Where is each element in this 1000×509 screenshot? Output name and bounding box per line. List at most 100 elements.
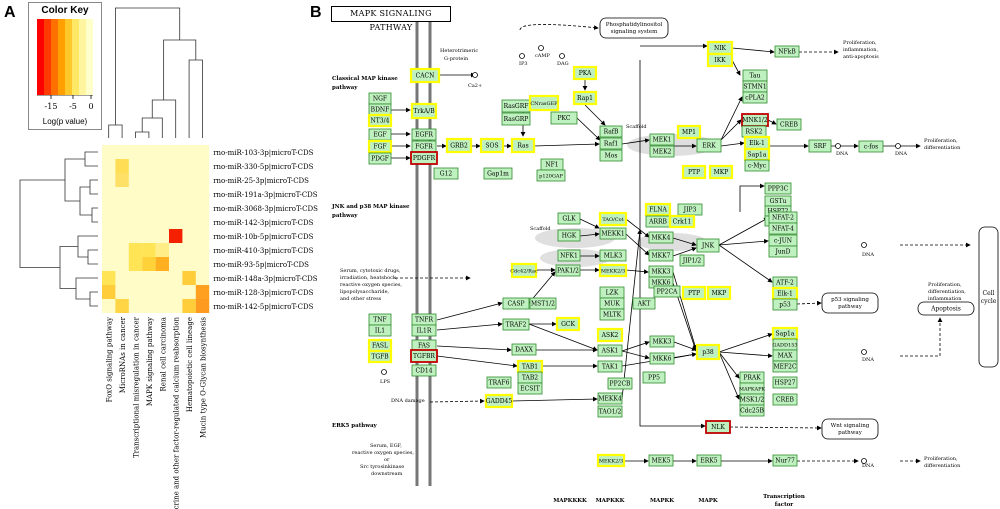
svg-text:Wnt signaling: Wnt signaling bbox=[831, 423, 870, 429]
gene-node: GLK bbox=[557, 212, 581, 225]
gene-node: NFK1 bbox=[557, 249, 581, 262]
gene-label: ERK5 bbox=[700, 458, 717, 465]
pathway-note: Proliferation, bbox=[928, 282, 962, 288]
heatmap-cell bbox=[155, 257, 169, 271]
gene-node: CD14 bbox=[411, 364, 437, 377]
pathway-note: G-protein bbox=[444, 56, 469, 62]
gene-node: Nur77 bbox=[772, 454, 798, 467]
gene-label: AKT bbox=[637, 301, 651, 308]
gene-node: JIP3 bbox=[677, 203, 703, 216]
gene-label: MKP bbox=[714, 169, 729, 176]
svg-text:pathway: pathway bbox=[838, 430, 863, 436]
column-dendrogram bbox=[108, 7, 203, 138]
node-circles bbox=[381, 45, 901, 464]
gene-label: MLTK bbox=[603, 312, 622, 319]
gene-node: p38 bbox=[695, 343, 721, 361]
gene-label: STMN1 bbox=[743, 84, 766, 91]
gene-label: FAS bbox=[418, 343, 430, 350]
gene-label: HSP27 bbox=[774, 380, 795, 387]
kinase-tier-label: MAPKKK bbox=[596, 498, 625, 504]
gene-label: MKK3 bbox=[652, 269, 671, 276]
gene-node: MKK4 bbox=[648, 231, 674, 244]
gene-label: p38 bbox=[702, 349, 714, 356]
heatmap-column-label: MAPK signaling pathway bbox=[146, 317, 154, 406]
pathway-note: Serum, EGF, bbox=[370, 443, 402, 449]
gene-node: TAO/Cot bbox=[598, 211, 628, 227]
heatmap-column-label: MicroRNAs in cancer bbox=[119, 316, 127, 393]
svg-text:Cell: Cell bbox=[983, 290, 995, 297]
gene-node: HGK bbox=[557, 229, 581, 242]
pathway-note: or bbox=[384, 457, 390, 463]
heatmap-cell bbox=[115, 299, 129, 313]
gene-label: BDNF bbox=[371, 107, 390, 114]
gene-node: RasGRF bbox=[501, 99, 531, 113]
pathway-note: inflammation, bbox=[843, 47, 878, 53]
gene-label: TAK1 bbox=[602, 364, 618, 371]
gene-node: MEK1 bbox=[649, 133, 675, 146]
gene-node: IL1 bbox=[368, 324, 392, 337]
gene-label: ATF-2 bbox=[775, 280, 794, 287]
gene-label: CREB bbox=[776, 397, 794, 404]
gene-label: HGK bbox=[562, 233, 577, 240]
gene-label: NGF bbox=[373, 96, 387, 103]
pathway-note: anti-apoptosis bbox=[843, 54, 879, 60]
gene-node: CACN bbox=[409, 67, 441, 84]
heatmap-column-label: Renal cell carcinoma bbox=[159, 317, 167, 391]
gene-node: MLTK bbox=[599, 308, 625, 321]
gene-label: MKK7 bbox=[652, 253, 671, 260]
gene-node: GADD153 bbox=[772, 338, 798, 351]
gene-label: NF1 bbox=[545, 162, 558, 169]
gene-label: NFAT-2 bbox=[772, 215, 794, 222]
gene-node: FLNA bbox=[644, 202, 672, 217]
gene-label: NFAT-4 bbox=[772, 226, 794, 233]
heatmap-column-label: Mucin type O-Glycan biosynthesis bbox=[200, 317, 208, 438]
pathway-note: reactive oxygen species, bbox=[340, 282, 402, 288]
gene-label: SRF bbox=[814, 143, 827, 150]
gene-label: MEF2C bbox=[773, 364, 797, 371]
gene-node: MEKK4 bbox=[597, 392, 623, 405]
gene-node: EGFR bbox=[411, 128, 437, 141]
gene-node: TRAF2 bbox=[502, 318, 530, 331]
heatmap-cell bbox=[169, 229, 183, 243]
pathway-note: downstream bbox=[371, 471, 403, 477]
gene-node: Tau bbox=[742, 69, 768, 82]
gene-node: MEKK1 bbox=[599, 227, 627, 240]
gene-label: PAK1/2 bbox=[557, 268, 579, 275]
heatmap-cell bbox=[128, 243, 143, 257]
gene-label: TGFB bbox=[371, 354, 389, 361]
kinase-tier-label: MAPKKKK bbox=[553, 498, 587, 504]
gene-node: Rap1 bbox=[572, 90, 598, 106]
gene-node: RafB bbox=[599, 125, 623, 138]
gene-label: Crk11 bbox=[673, 219, 692, 226]
kinase-tier-label: factor bbox=[775, 502, 793, 508]
heatmap-row-label: rno-miR-10b-5p|microT-CDS bbox=[213, 233, 313, 241]
gene-label: MEK5 bbox=[652, 458, 671, 465]
gene-node: CREB bbox=[776, 118, 802, 131]
gene-label: PTP bbox=[688, 290, 700, 297]
gene-label: CNrasGEF bbox=[530, 101, 558, 107]
gene-node: TNFR bbox=[411, 313, 437, 326]
pathway-note: DNA bbox=[836, 151, 848, 157]
gene-node: ERK5 bbox=[696, 454, 722, 467]
pathway-section-label: Classical MAP kinase bbox=[332, 76, 398, 82]
gene-label: ASK2 bbox=[601, 332, 619, 339]
pathway-note: Scaffold bbox=[530, 226, 551, 232]
svg-text:Apoptosis: Apoptosis bbox=[930, 306, 961, 313]
pathway-note: DNA bbox=[862, 463, 874, 469]
pathway-note: cAMP bbox=[535, 53, 551, 59]
pathway-edges bbox=[391, 24, 971, 464]
gene-node: HSP27 bbox=[772, 376, 798, 389]
gene-label: NFkB bbox=[778, 49, 796, 56]
gene-node: LZK bbox=[599, 286, 625, 299]
pathway-note: DNA bbox=[862, 252, 874, 258]
gene-node: GCK bbox=[555, 316, 581, 332]
gene-label: RasGRP bbox=[504, 116, 529, 123]
heatmap-row-label: rno-miR-410-3p|microT-CDS bbox=[213, 247, 313, 255]
gene-label: PPP3C bbox=[768, 186, 789, 193]
gene-node: Cdc42/Rac bbox=[510, 262, 538, 279]
gene-node: Elk-1 bbox=[771, 286, 799, 301]
